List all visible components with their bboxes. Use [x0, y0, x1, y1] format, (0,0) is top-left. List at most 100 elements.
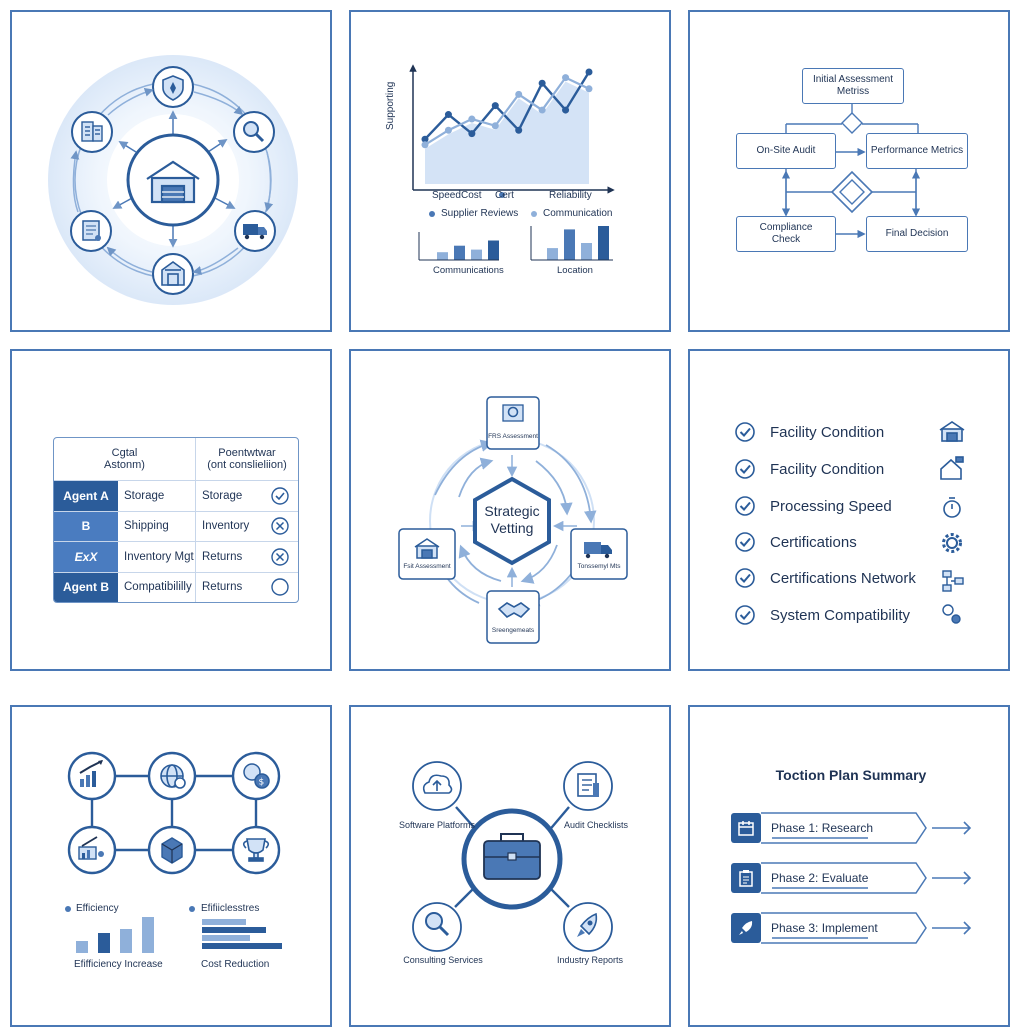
- gear-icon: [942, 533, 962, 553]
- x-circle-icon: [262, 542, 298, 572]
- data-point: [585, 85, 593, 93]
- efficiency-bar: [98, 933, 110, 953]
- truck-icon: [584, 542, 612, 559]
- truck-node: [234, 210, 276, 252]
- row-capability: Storage: [118, 481, 196, 511]
- cost-reduction-bars: [202, 919, 282, 949]
- line-series-1: [424, 71, 591, 141]
- legend-cost: Cost: [461, 190, 482, 201]
- panel-comparison-table: Cgtal Astonm) Poentwtwar (ont conslielii…: [10, 349, 332, 671]
- rocket-icon: [731, 913, 761, 943]
- handshake-icon: [497, 602, 531, 618]
- legend-efficiency: Efficiency: [76, 903, 119, 914]
- buildings-icon: [81, 121, 103, 142]
- legend-dot: [531, 211, 537, 217]
- cost-bar: [202, 935, 250, 941]
- mini-bar: [598, 226, 609, 260]
- warehouse-icon: [414, 538, 440, 559]
- checklist-item: Certifications: [734, 531, 857, 553]
- legend-reliability: Reliability: [549, 190, 592, 201]
- header-col-1: Cgtal Astonm): [54, 438, 196, 480]
- checklist-label: Processing Speed: [770, 497, 892, 515]
- buildings-node: [71, 111, 113, 153]
- node-top: [486, 396, 540, 450]
- line-series-2: [424, 76, 590, 146]
- label-audit-checklists: Audit Checklists: [563, 820, 629, 830]
- agent-cell: Agent A: [54, 481, 118, 511]
- mini-label-communications: Communications: [433, 265, 504, 276]
- legend-speed: Speed: [432, 190, 461, 201]
- document-node: [70, 210, 112, 252]
- legend-supplier-reviews: Supplier Reviews: [441, 208, 519, 219]
- truck-icon: [243, 224, 267, 240]
- flowchart-connectors: [781, 104, 921, 239]
- legend-efiiciency-stress: Efifiiclesstres: [201, 903, 260, 914]
- table-row: B Shipping Inventory: [54, 510, 298, 542]
- row-capability: Compatibililly: [118, 572, 196, 602]
- row-capability: Shipping: [118, 511, 196, 541]
- node-right-label: Tonssemyl Mts: [577, 563, 621, 570]
- check-circle-icon: [735, 496, 755, 516]
- header-col-2: Poentwtwar (ont conslieliion): [207, 447, 287, 471]
- panel-resources: Software Platforms Audit Checklists Cons…: [349, 705, 671, 1027]
- center-hexagon: [473, 476, 551, 566]
- action-plan-title: Toction Plan Summary: [775, 767, 927, 783]
- phase-label: Phase 2: Evaluate: [771, 871, 869, 885]
- data-point: [468, 130, 476, 138]
- checklist-item: Processing Speed: [734, 495, 892, 517]
- house-icon: [940, 456, 964, 480]
- label-industry-reports: Industry Reports: [556, 955, 624, 965]
- row-value: Returns: [202, 550, 243, 563]
- row-value: Storage: [202, 489, 243, 502]
- checklist-label: Facility Condition: [770, 460, 885, 478]
- data-point: [421, 135, 429, 143]
- node-compliance-check: Compliance Check: [736, 216, 836, 252]
- phase-chevron: [761, 912, 927, 944]
- empty-circle-icon: [262, 573, 298, 603]
- panel-action-plan: Toction Plan Summary Phase 1: Research P…: [688, 705, 1010, 1027]
- legend-communication: Communication: [543, 208, 613, 219]
- mini-bar: [564, 229, 575, 260]
- data-point: [538, 79, 546, 87]
- globe-icon: [160, 764, 186, 789]
- x-circle-icon: [262, 512, 298, 542]
- vetting-cycle: [398, 396, 628, 644]
- stopwatch-icon: [943, 497, 961, 518]
- cost-bar: [202, 943, 282, 949]
- check-circle-icon: [735, 459, 755, 479]
- benefits-network: $: [65, 751, 282, 953]
- phase-label: Phase 3: Implement: [771, 921, 878, 935]
- row-value: Returns: [202, 581, 243, 594]
- phase-chevron: [761, 812, 927, 844]
- checklist-item: Certifications Network: [734, 567, 916, 589]
- line-chart: [409, 64, 615, 261]
- data-point: [538, 106, 546, 114]
- node-onsite-audit: On-Site Audit: [736, 133, 836, 169]
- check-circle-icon: [735, 532, 755, 552]
- efficiency-bar: [76, 941, 88, 953]
- line-series: [421, 68, 593, 149]
- calendar-icon: [731, 813, 761, 843]
- mini-bar: [488, 240, 499, 260]
- label-cost-reduction: Cost Reduction: [201, 959, 270, 970]
- phase-item: Phase 2: Evaluate: [731, 863, 868, 893]
- y-axis-label: Supporting: [385, 81, 396, 130]
- efficiency-bars: [76, 917, 154, 953]
- decision-diamond-small: [841, 112, 863, 134]
- legend-cert: Cert: [495, 190, 514, 201]
- mini-label-location: Location: [557, 265, 593, 276]
- cost-bar: [202, 919, 246, 925]
- coins-icon: $: [243, 763, 270, 789]
- panel-strategic-vetting: Strategic Vetting FRS Assessment Fsit As…: [349, 349, 671, 671]
- data-point: [468, 115, 476, 123]
- check-circle-icon: [735, 605, 755, 625]
- node-top-label: FRS Assessment: [488, 433, 538, 440]
- node-initial-assessment: Initial Assessment Metriss: [802, 68, 904, 104]
- table-header: Cgtal Astonm) Poentwtwar (ont conslielii…: [54, 438, 298, 480]
- resources-hub: [412, 761, 613, 952]
- data-point: [585, 68, 593, 76]
- legend-dot: [429, 211, 435, 217]
- checklist-label: System Compatibility: [770, 606, 911, 624]
- box-icon: [161, 837, 183, 864]
- storefront-icon: [161, 261, 185, 286]
